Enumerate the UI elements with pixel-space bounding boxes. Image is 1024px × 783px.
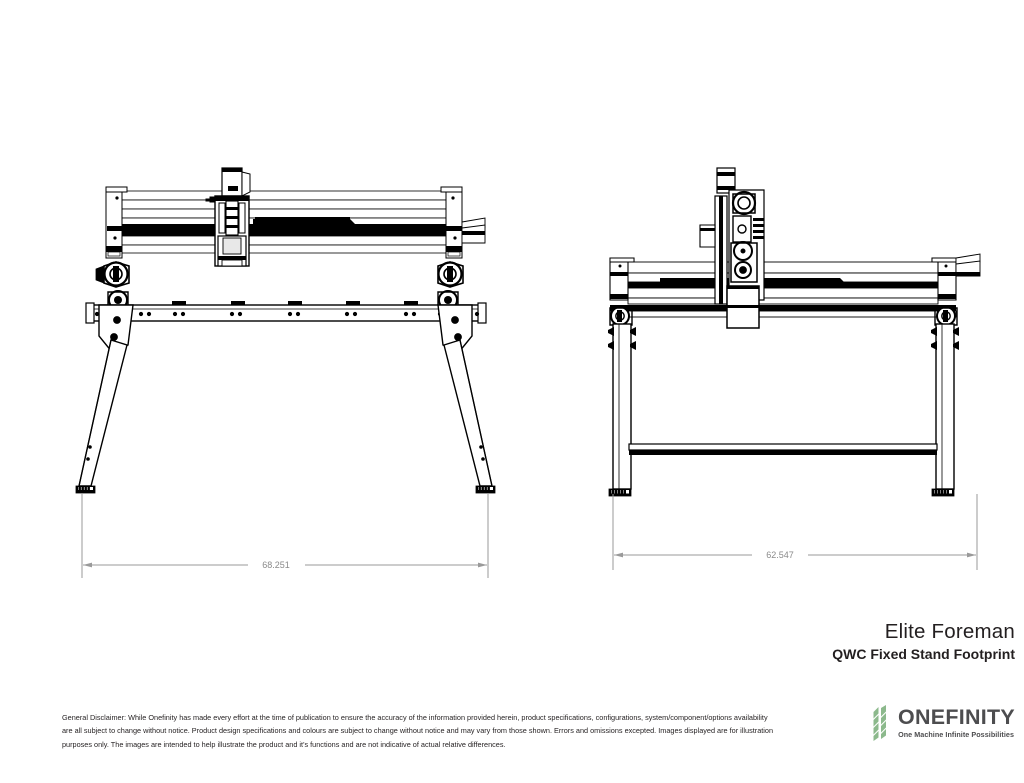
view-side-fixed-stand	[608, 167, 981, 497]
logo-name: ONEFINITY	[898, 705, 1016, 729]
side-corner-pivots	[609, 306, 958, 326]
logo-tagline: One Machine Infinite Possibilities	[898, 729, 1014, 739]
side-right-riser	[931, 253, 981, 301]
stand-cross-beam	[85, 301, 487, 324]
logo-wordmark-group: ONEFINITY One Machine Infinite Possibili…	[898, 705, 1016, 739]
dimension-annotations: 68.251 62.547	[81, 494, 978, 578]
x-axis-rail-assembly	[119, 190, 456, 254]
left-end-riser	[105, 186, 128, 259]
right-splayed-leg	[437, 304, 496, 494]
side-left-riser	[609, 257, 635, 301]
side-rail-assembly	[609, 261, 957, 318]
onefinity-mark-icon	[873, 704, 887, 741]
right-pivot-cluster	[437, 261, 464, 310]
page-subtitle: QWC Fixed Stand Footprint	[832, 645, 1015, 662]
left-splayed-leg	[75, 304, 134, 494]
left-pivot-cluster	[95, 261, 135, 310]
z-axis-spindle-carriage	[205, 167, 251, 267]
dimension-side-width: 62.547	[612, 494, 978, 570]
side-vertical-legs	[608, 323, 959, 497]
disclaimer-text: General Disclaimer: While Onefinity has …	[62, 713, 774, 749]
title-block: Elite Foreman QWC Fixed Stand Footprint	[685, 620, 1015, 663]
page-title: Elite Foreman	[884, 620, 1015, 643]
right-end-riser	[440, 186, 486, 259]
view-front-splayed-stand	[75, 167, 496, 494]
brand-logo: ONEFINITY One Machine Infinite Possibili…	[864, 700, 1016, 745]
dimension-value-front: 68.251	[262, 560, 290, 570]
side-z-axis-column	[699, 167, 765, 329]
dimension-value-side: 62.547	[766, 550, 794, 560]
dimension-front-width: 68.251	[81, 494, 489, 578]
side-lower-cross-brace	[628, 443, 938, 455]
